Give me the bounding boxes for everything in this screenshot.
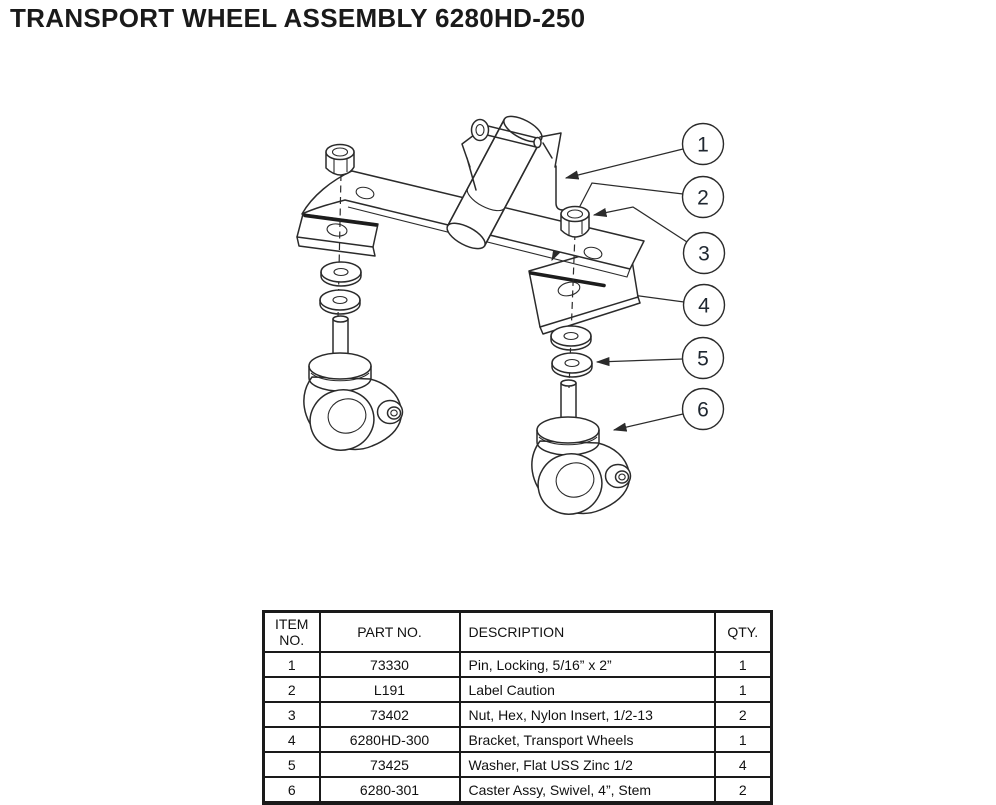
item-no-cell: 3 [262,701,321,728]
callout-3: 3 [682,231,726,275]
item-no-cell: 6 [262,776,321,804]
callout-3-number: 3 [698,243,710,266]
callout-4: 4 [682,283,726,327]
caster-left [302,315,404,459]
description-cell: Caster Assy, Swivel, 4”, Stem [458,776,716,804]
table-row: 2 L191 Label Caution 1 [262,676,773,703]
part-no-cell: 6280-301 [318,776,461,804]
washer [551,352,593,378]
callout-5-number: 5 [697,348,709,371]
item-no-cell: 4 [262,726,321,753]
callout-4-number: 4 [698,295,710,318]
column-header-part-no: PART NO. [318,610,461,653]
qty-cell: 1 [713,651,773,678]
hex-nut-left [325,143,355,176]
callouts: 1 2 3 4 5 6 [681,122,726,431]
column-header-qty: QTY. [713,610,773,653]
leader-3 [592,206,688,243]
table-row: 5 73425 Washer, Flat USS Zinc 1/2 4 [262,751,773,778]
leader-5 [595,356,684,367]
part-no-cell: 73425 [318,751,461,778]
description-cell: Pin, Locking, 5/16” x 2” [458,651,716,678]
item-no-cell: 1 [262,651,321,678]
washer [320,261,362,287]
qty-cell: 1 [713,676,773,703]
leader-1 [564,148,684,180]
qty-cell: 1 [713,726,773,753]
caster-right [530,379,632,523]
locking-pin [461,118,585,213]
callout-1-number: 1 [697,134,709,157]
table-row: 6 6280-301 Caster Assy, Swivel, 4”, Stem… [262,776,773,804]
table-row: 1 73330 Pin, Locking, 5/16” x 2” 1 [262,651,773,678]
hex-nut-right [560,205,590,238]
part-no-cell: 73402 [318,701,461,728]
part-no-cell: 73330 [318,651,461,678]
column-header-item-no: ITEM NO. [262,610,321,653]
flat-washers [319,261,593,378]
callout-5: 5 [681,336,725,380]
table-row: 4 6280HD-300 Bracket, Transport Wheels 1 [262,726,773,753]
callout-6-number: 6 [697,399,709,422]
description-cell: Bracket, Transport Wheels [458,726,716,753]
receiver-tube [446,115,543,250]
qty-cell: 4 [713,751,773,778]
leader-6 [612,413,684,432]
item-no-cell: 2 [262,676,321,703]
qty-cell: 2 [713,776,773,804]
qty-cell: 2 [713,701,773,728]
page-title: TRANSPORT WHEEL ASSEMBLY 6280HD-250 [10,3,586,33]
part-no-cell: 6280HD-300 [318,726,461,753]
column-header-description: DESCRIPTION [458,610,716,653]
washer [319,289,361,315]
description-cell: Nut, Hex, Nylon Insert, 1/2-13 [458,701,716,728]
part-no-cell: L191 [318,676,461,703]
callout-2: 2 [681,175,725,219]
table-row: 3 73402 Nut, Hex, Nylon Insert, 1/2-13 2 [262,701,773,728]
item-no-cell: 5 [262,751,321,778]
washer [550,325,592,351]
callout-6: 6 [681,387,725,431]
parts-table: ITEM NO. PART NO. DESCRIPTION QTY. 1 733… [262,610,773,805]
description-cell: Washer, Flat USS Zinc 1/2 [458,751,716,778]
plate-edge-right [529,271,606,288]
callout-2-number: 2 [697,187,709,210]
description-cell: Label Caution [458,676,716,703]
leader-lines [551,148,688,432]
parts-table-header-row: ITEM NO. PART NO. DESCRIPTION QTY. [262,610,773,653]
callout-1: 1 [681,122,725,166]
